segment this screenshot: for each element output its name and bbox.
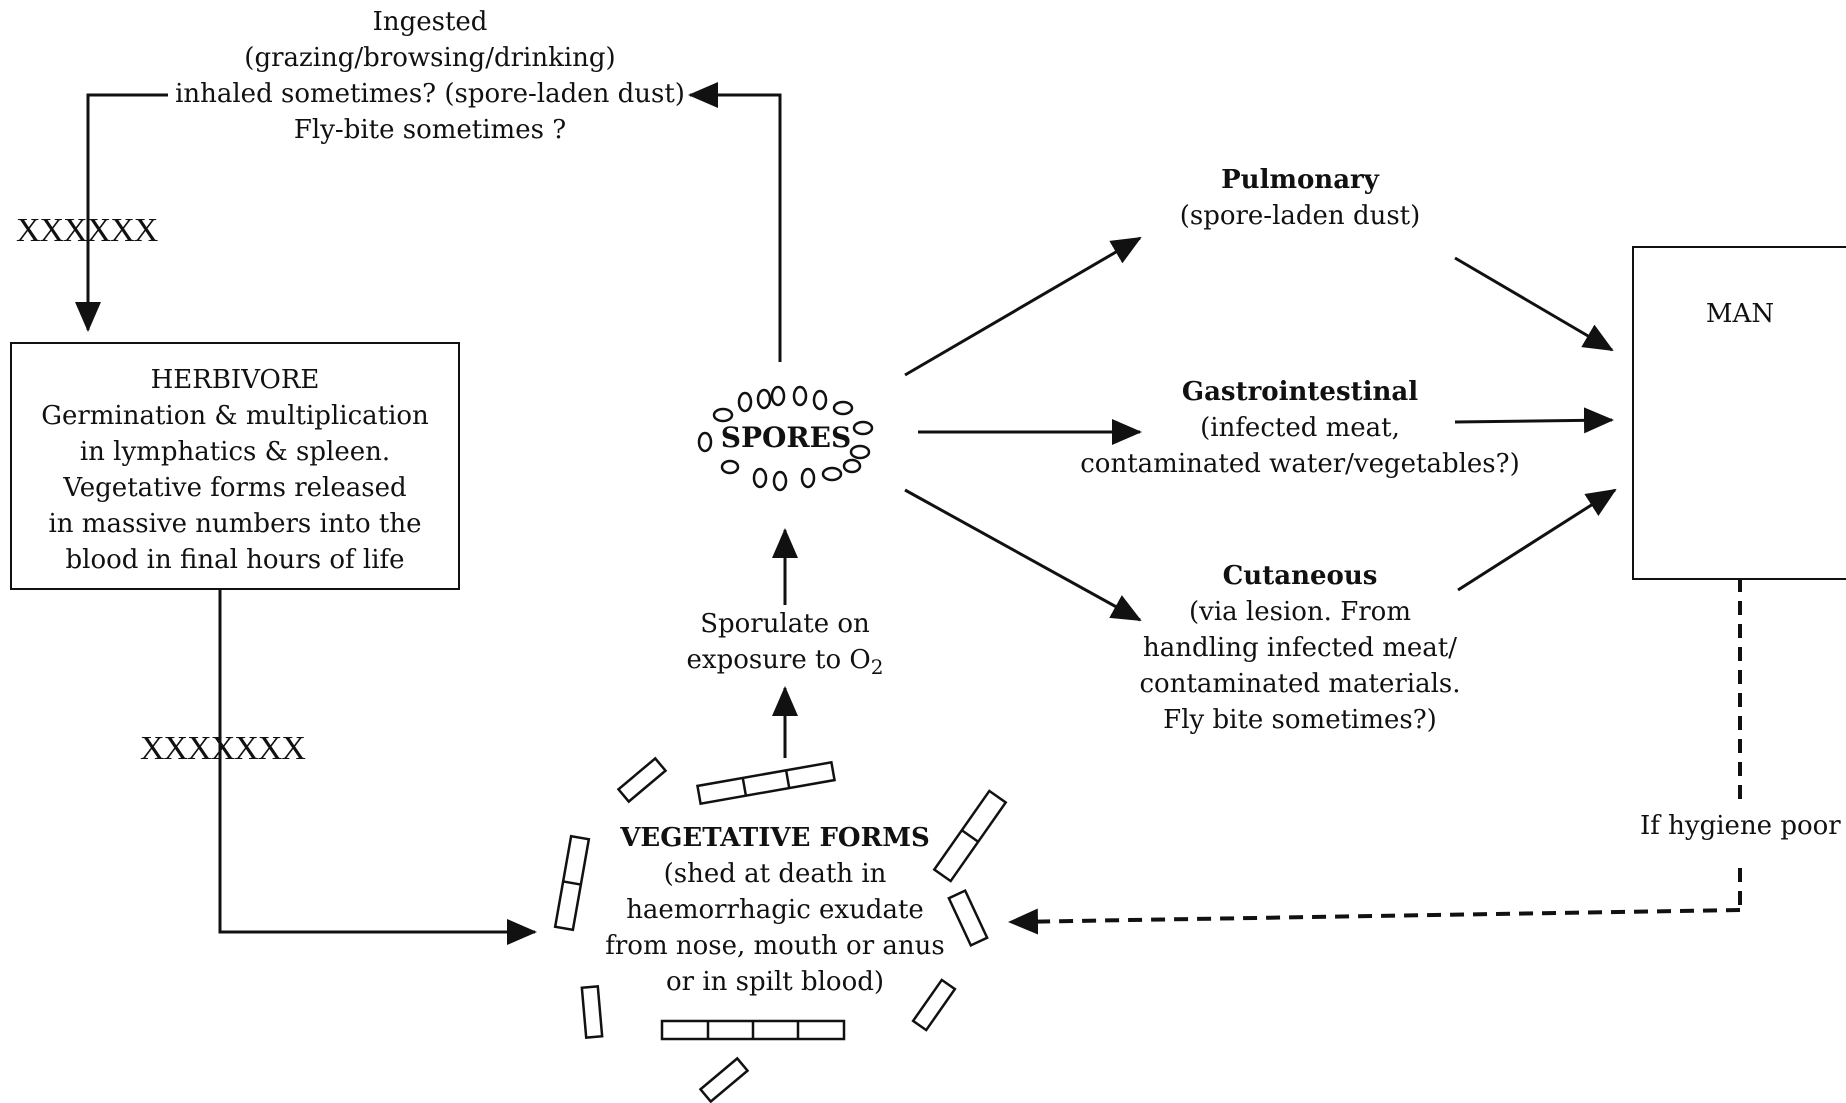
ingestion-line-1: Ingested — [372, 7, 488, 37]
herbivore-line-2: in lymphatics & spleen. — [79, 437, 391, 467]
rod-top-long — [696, 760, 836, 806]
herbivore-text: HERBIVORE Germination & multiplication i… — [12, 362, 458, 578]
herbivore-title: HERBIVORE — [150, 365, 320, 395]
arrow-spores-to-cutaneous — [904, 488, 1142, 622]
arrow-ingestion-to-herbivore — [75, 93, 168, 332]
sporulate-label: Sporulate on exposure to O2 — [655, 606, 915, 685]
spore — [812, 389, 828, 411]
arrow-spores-to-ingestion — [688, 82, 782, 362]
pulmonary-line-1: (spore-laden dust) — [1179, 201, 1421, 231]
arrow-pulmonary-to-man — [1454, 256, 1614, 352]
spore — [842, 458, 862, 474]
arrow-gastrointestinal-to-man — [1454, 407, 1614, 434]
rod-left-vertical — [553, 834, 591, 932]
crosses-top: XXXXXX — [16, 212, 158, 249]
sporulate-line-2-text: exposure to O — [686, 645, 871, 675]
spores-ring — [697, 385, 874, 492]
spores-label: SPORES — [720, 421, 852, 454]
gastrointestinal-line-1: (infected meat, — [1200, 413, 1400, 443]
pulmonary-title: Pulmonary — [1221, 165, 1379, 195]
ingestion-line-4: Fly-bite sometimes ? — [293, 115, 567, 145]
hygiene-label: If hygiene poor — [1640, 808, 1846, 844]
vegetative-line-4: or in spilt blood) — [665, 967, 885, 997]
herbivore-line-1: Germination & multiplication — [41, 401, 429, 431]
spore — [821, 466, 843, 482]
cutaneous-line-4: Fly bite sometimes?) — [1163, 705, 1437, 735]
arrow-herbivore-to-vegetative — [218, 588, 537, 945]
vegetative-rods — [553, 756, 1008, 1103]
rod-right-diagonal — [932, 789, 1008, 883]
arrow-cutaneous-to-man — [1457, 488, 1617, 592]
herbivore-line-3: Vegetative forms released — [63, 473, 407, 503]
route-gastrointestinal: Gastrointestinal (infected meat, contami… — [1070, 374, 1530, 482]
vegetative-forms-label: VEGETATIVE FORMS (shed at death in haemo… — [590, 820, 960, 1000]
sporulate-line-2: exposure to O2 — [655, 642, 915, 685]
rod-bottom-long — [660, 1019, 846, 1041]
arrow-man-to-vegetative — [1008, 908, 1741, 935]
rod-bottom-right-small — [911, 978, 957, 1032]
cutaneous-title: Cutaneous — [1222, 561, 1378, 591]
ingestion-line-3: inhaled sometimes? (spore-laden dust) — [175, 79, 685, 109]
spore — [832, 400, 854, 416]
crosses-bottom: XXXXXXX — [140, 730, 306, 767]
spore — [849, 444, 871, 460]
herbivore-line-4: in massive numbers into the — [48, 509, 422, 539]
vegetative-line-1: (shed at death in — [663, 859, 887, 889]
rod-bottom-tilted — [698, 1056, 750, 1103]
spore — [772, 470, 788, 492]
oxygen-subscript: 2 — [870, 655, 884, 680]
spore — [752, 467, 768, 489]
rod-right-small — [947, 888, 989, 948]
gastrointestinal-line-2: contaminated water/vegetables?) — [1080, 449, 1520, 479]
cutaneous-line-1: (via lesion. From — [1189, 597, 1411, 627]
route-cutaneous: Cutaneous (via lesion. From handling inf… — [1120, 558, 1480, 738]
cutaneous-line-3: contaminated materials. — [1139, 669, 1461, 699]
vegetative-line-2: haemorrhagic exudate — [626, 895, 924, 925]
spore — [697, 431, 713, 453]
spore — [792, 385, 808, 407]
spore — [712, 407, 734, 423]
herbivore-box: HERBIVORE Germination & multiplication i… — [10, 342, 460, 590]
man-title: MAN — [1705, 299, 1775, 329]
spore — [852, 420, 874, 436]
vegetative-title: VEGETATIVE FORMS — [620, 823, 930, 853]
vegetative-line-3: from nose, mouth or anus — [605, 931, 945, 961]
spore — [770, 385, 786, 407]
ingestion-label: Ingested (grazing/browsing/drinking) inh… — [170, 4, 690, 148]
route-pulmonary: Pulmonary (spore-laden dust) — [1150, 162, 1450, 234]
ingestion-line-2: (grazing/browsing/drinking) — [244, 43, 616, 73]
herbivore-line-5: blood in final hours of life — [65, 545, 405, 575]
arrow-spores-to-pulmonary — [904, 236, 1142, 377]
spore — [756, 388, 772, 410]
spore — [720, 459, 740, 475]
man-box: MAN — [1632, 246, 1846, 580]
spore — [737, 391, 753, 413]
rod-top-left — [616, 756, 668, 804]
cutaneous-line-2: handling infected meat/ — [1142, 633, 1458, 663]
spore — [800, 467, 816, 489]
rod-bottom-left-small — [580, 985, 604, 1039]
sporulate-line-1: Sporulate on — [700, 609, 870, 639]
gastrointestinal-title: Gastrointestinal — [1181, 377, 1419, 407]
